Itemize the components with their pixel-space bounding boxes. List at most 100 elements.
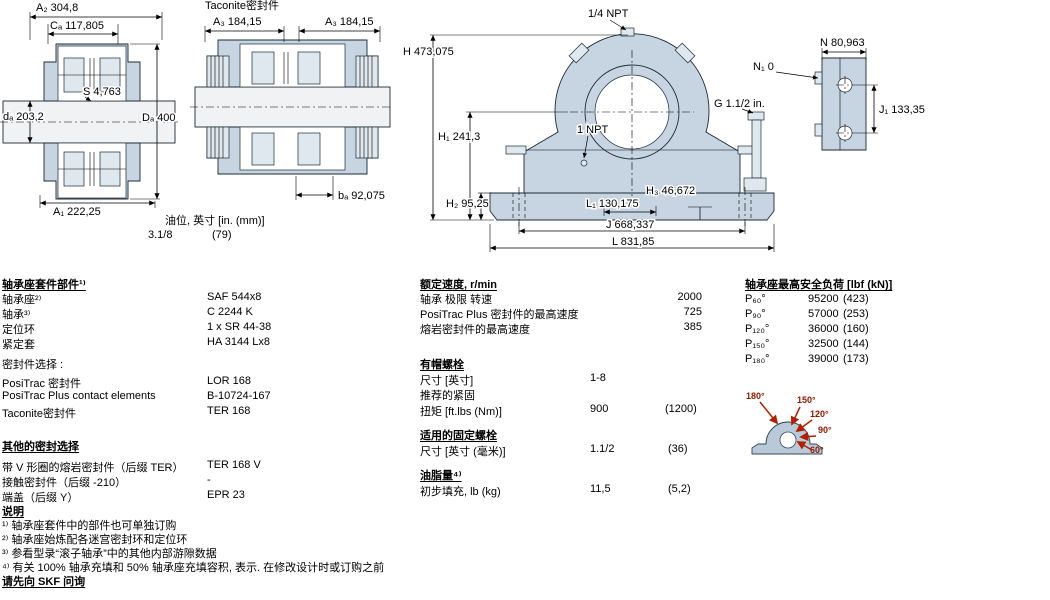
npt1-callout: 1 NPT <box>576 123 610 159</box>
table-row: PosiTrac 密封件 LOR 168 <box>2 375 312 390</box>
ba-dimension: bₐ 92,075 <box>295 176 385 202</box>
spec-value: B-10724-167 <box>207 390 271 402</box>
spec-value-paren: (1200) <box>665 403 697 415</box>
spec-label: 轴承座²⁾ <box>2 294 42 306</box>
l-dimension: L 831,85 <box>489 224 775 252</box>
a3-left-dimension: A₃ 184,15 <box>204 15 285 42</box>
spec-value-paren: (253) <box>843 308 869 320</box>
spec-value: - <box>207 474 211 486</box>
end-plate <box>821 57 867 151</box>
h2-dimension: H₂ 95,25 <box>445 192 492 220</box>
table-row: 推荐的紧固 <box>420 387 710 402</box>
spec-label: 紧定套 <box>2 339 35 351</box>
dim-n1-label: N₁ 0 <box>753 61 774 73</box>
spec-label: 定位环 <box>2 324 35 336</box>
spec-value: 385 <box>683 321 702 333</box>
table-row: 熔岩密封件的最高速度 385 <box>420 321 710 336</box>
spec-label: 带 V 形圈的熔岩密封件（后缀 TER） <box>2 462 184 474</box>
table-row: Taconite密封件 TER 168 <box>2 405 312 420</box>
spec-label: Taconite密封件 <box>2 408 76 420</box>
spec-value-paren: (36) <box>668 443 688 455</box>
spec-value: 1-8 <box>590 372 606 384</box>
spec-value: TER 168 V <box>207 459 261 471</box>
table-row: 尺寸 [英寸 (毫米)] 1.1/2 (36) <box>420 443 710 458</box>
spec-label: PosiTrac Plus contact elements <box>2 390 156 402</box>
dim-g-label: G 1.1/2 in. <box>714 98 765 110</box>
table-row: 带 V 形圈的熔岩密封件（后缀 TER） TER 168 V <box>2 459 312 474</box>
j-dimension: J 668,337 <box>518 218 746 234</box>
dim-npt14-label: 1/4 NPT <box>588 8 629 20</box>
spec-label: 熔岩密封件的最高速度 <box>420 324 530 336</box>
spec-value: TER 168 <box>207 405 251 417</box>
load-angle-60: 60° <box>810 445 824 455</box>
oil-level-label: 油位, 英寸 [in. (mm)] <box>165 213 265 227</box>
dim-Da-label: Dₐ 400 <box>142 112 175 124</box>
table-row: 初步填充, lb (kg) 11,5 (5,2) <box>420 483 710 498</box>
spec-label: PosiTrac 密封件 <box>2 378 82 390</box>
footnote-1: ¹⁾ 轴承座套件中的部件也可单独订购 <box>2 520 177 532</box>
h1-dimension: H₁ 241,3 <box>437 111 568 220</box>
spec-value: 36000 <box>808 323 839 335</box>
spec-value: C 2244 K <box>207 306 253 318</box>
dim-a3-right-label: A₃ 184,15 <box>325 16 374 28</box>
table-row: PosiTrac Plus 密封件的最高速度 725 <box>420 306 710 321</box>
a3-right-dimension: A₃ 184,15 <box>298 15 381 42</box>
loads-table: 轴承座最高安全负荷 [lbf (kN)] P₆₀° 95200 (423) P₉… <box>745 276 1045 386</box>
oil-plug <box>580 159 588 167</box>
table-row: 定位环 1 x SR 44-38 <box>2 321 312 336</box>
table-row: 接触密封件（后缀 -210） - <box>2 474 312 489</box>
kit-table: 轴承座套件部件¹⁾ 轴承座²⁾ SAF 544x8 轴承³⁾ C 2244 K … <box>2 276 312 506</box>
table-row: 尺寸 [英寸] 1-8 <box>420 372 710 387</box>
dim-a1-label: A₁ 222,25 <box>53 206 101 218</box>
dim-l1-label: L₁ 130,175 <box>586 198 639 210</box>
spec-value: 900 <box>590 403 609 415</box>
spec-value: 2000 <box>677 291 702 303</box>
grease-tube-fitting <box>743 177 767 192</box>
oil-level-inches: 3.1/8 <box>148 229 172 241</box>
load-angle-180: 180° <box>746 391 765 401</box>
spec-label: 尺寸 [英寸 (毫米)] <box>420 446 506 458</box>
table-row: P₁₂₀° 36000 (160) <box>745 323 1045 337</box>
notes-header: 说明 <box>2 506 24 518</box>
spec-label: 推荐的紧固 <box>420 390 475 402</box>
dim-n-label: N 80,963 <box>820 37 865 49</box>
attachment-bolts-header: 适用的固定螺栓 <box>420 430 497 442</box>
taconite-seal-left-top <box>206 55 230 88</box>
grease-tube <box>751 119 762 179</box>
h-dimension: H 473,075 <box>402 34 628 221</box>
spec-value-paren: (5,2) <box>668 483 691 495</box>
spec-value: EPR 23 <box>207 489 245 501</box>
j1-dimension: J₁ 133,35 <box>854 84 925 134</box>
a1-dimension: A₁ 222,25 <box>39 195 156 218</box>
dim-s-label: S 4,763 <box>83 86 121 98</box>
cap-bolts-header: 有帽螺栓 <box>420 359 464 371</box>
speeds-header: 额定速度, r/min <box>420 279 498 291</box>
dim-da-label: dₐ 203,2 <box>3 111 44 123</box>
load-bore <box>779 431 797 449</box>
spec-value-paren: (173) <box>843 353 869 365</box>
dim-l-label: L 831,85 <box>612 236 654 248</box>
table-row: 轴承 极限 转速 2000 <box>420 291 710 306</box>
g-callout: G 1.1/2 in. <box>713 97 766 114</box>
dim-h3-label: H₃ 46,672 <box>646 185 695 197</box>
dim-j1-label: J₁ 133,35 <box>879 104 925 116</box>
dim-a3-left-label: A₃ 184,15 <box>213 16 262 28</box>
drawing-end-view: N 80,963 N₁ 0 J₁ 133,35 <box>753 36 925 151</box>
top-plug <box>620 27 635 37</box>
spec-label: P₁₂₀° <box>745 323 770 335</box>
spec-label: 轴承³⁾ <box>2 309 31 321</box>
npt14-callout: 1/4 NPT <box>588 8 629 31</box>
spec-value: 11,5 <box>590 483 611 495</box>
table-row: P₆₀° 95200 (423) <box>745 293 1045 307</box>
load-angle-150: 150° <box>797 395 816 405</box>
spec-value: 39000 <box>808 353 839 365</box>
load-direction-diagram: 180° 150° 120° 90° 60° <box>746 391 832 455</box>
grease-tube-cap <box>747 111 765 121</box>
spec-value: 1 x SR 44-38 <box>207 321 272 333</box>
speeds-table: 额定速度, r/min 轴承 极限 转速 2000 PosiTrac Plus … <box>420 276 710 506</box>
cap-bolt-left <box>568 42 590 64</box>
drawing-taconite-section: Taconite密封件 <box>148 0 392 241</box>
spec-value: 95200 <box>808 293 839 305</box>
table-row: P₁₅₀° 32500 (144) <box>745 338 1045 352</box>
